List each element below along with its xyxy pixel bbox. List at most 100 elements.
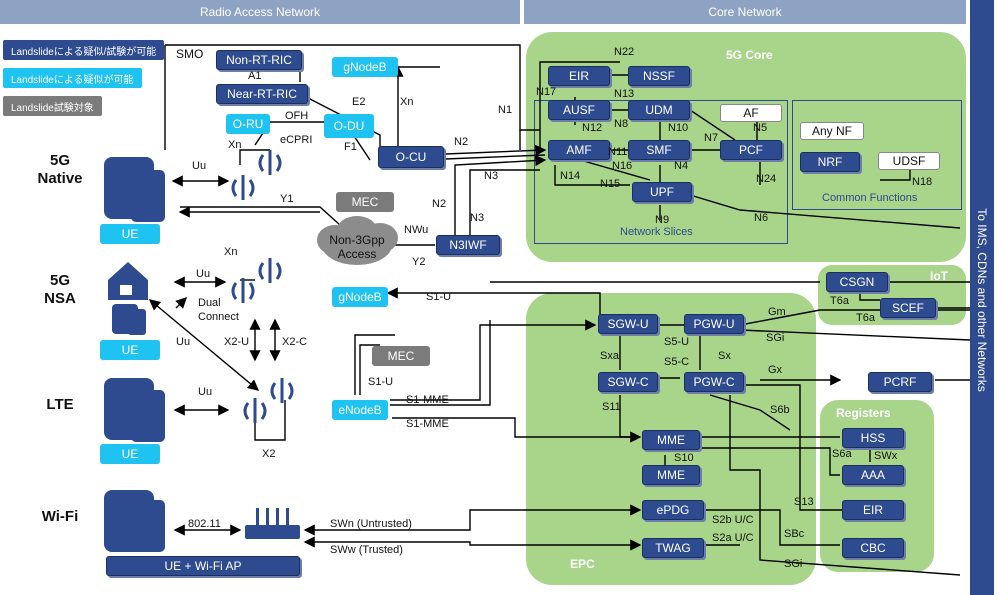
iface-n22: N22 — [614, 46, 635, 58]
udsf-box[interactable]: UDSF — [878, 152, 940, 170]
iface-n2b: N2 — [432, 198, 447, 210]
mec-top-box[interactable]: MEC — [336, 192, 394, 212]
region-iot-title: IoT — [930, 269, 948, 283]
nssf-box[interactable]: NSSF — [628, 66, 690, 86]
iface-n16: N16 — [612, 160, 633, 172]
iface-f1: F1 — [344, 141, 357, 153]
iface-s13: S13 — [794, 496, 814, 508]
iface-s5u: S5-U — [664, 336, 690, 348]
home-icon — [108, 262, 148, 300]
iface-sx: Sx — [718, 350, 731, 362]
sgw-u-box[interactable]: SGW-U — [598, 314, 658, 334]
iface-y2: Y2 — [412, 256, 426, 268]
iface-x2c: X2-C — [282, 336, 308, 348]
iface-sww: SWw (Trusted) — [330, 544, 403, 556]
iface-80211: 802.11 — [188, 518, 221, 530]
pgw-u-box[interactable]: PGW-U — [684, 314, 744, 334]
region-epc-title: EPC — [570, 557, 595, 571]
udm-box[interactable]: UDM — [628, 100, 690, 120]
iface-n7: N7 — [704, 132, 719, 144]
ue-wifi-box[interactable]: UE + Wi-Fi AP — [106, 556, 300, 576]
epdg-box[interactable]: ePDG — [642, 500, 704, 520]
ue-lte-box[interactable]: UE — [100, 444, 160, 464]
n3iwf-box[interactable]: N3IWF — [436, 235, 500, 255]
pcrf-box[interactable]: PCRF — [868, 372, 932, 392]
near-rt-ric-box[interactable]: Near-RT-RIC — [216, 84, 308, 104]
iface-s1mme-2: S1-MME — [406, 418, 449, 430]
iface-s6a: S6a — [832, 448, 852, 460]
region-registers-title: Registers — [836, 406, 891, 420]
row-label-wifi: Wi-Fi — [41, 508, 79, 525]
af-box[interactable]: AF — [720, 104, 782, 122]
iface-n3a: N3 — [484, 170, 499, 182]
iface-n5: N5 — [753, 122, 768, 134]
iface-n24: N24 — [756, 173, 777, 185]
ue-nsa-box[interactable]: UE — [100, 340, 160, 360]
o-cu-box[interactable]: O-CU — [378, 146, 444, 168]
non-rt-ric-box[interactable]: Non-RT-RIC — [216, 50, 302, 70]
legend-item-test-target: Landslide試験対象 — [3, 96, 102, 116]
iface-n1: N1 — [498, 104, 513, 116]
mec-mid-box[interactable]: MEC — [372, 346, 430, 366]
iface-n8: N8 — [614, 118, 629, 130]
scef-box[interactable]: SCEF — [880, 298, 936, 318]
hss-box[interactable]: HSS — [842, 428, 904, 448]
iface-s1u-enb: S1-U — [368, 376, 394, 388]
pcf-box[interactable]: PCF — [720, 140, 782, 160]
csgn-box[interactable]: CSGN — [826, 272, 888, 292]
iface-n12: N12 — [582, 122, 603, 134]
iface-y1: Y1 — [280, 193, 294, 205]
iface-n11: N11 — [608, 146, 628, 158]
gnodeb-mid-box[interactable]: gNodeB — [332, 287, 388, 307]
iface-t6a-1: T6a — [830, 295, 849, 307]
ue-lte-device-icon — [104, 378, 165, 442]
iface-sxa: Sxa — [600, 350, 619, 362]
iface-x2u: X2-U — [224, 336, 250, 348]
iface-s1mme-1: S1-MME — [406, 394, 449, 406]
aaa-box[interactable]: AAA — [842, 465, 904, 485]
iface-s6b: S6b — [770, 404, 790, 416]
iface-s2b: S2b U/C — [712, 514, 754, 526]
iface-x2: X2 — [262, 448, 276, 460]
o-ru-box[interactable]: O-RU — [226, 114, 270, 134]
amf-box[interactable]: AMF — [548, 140, 610, 160]
eir-reg-box[interactable]: EIR — [842, 500, 904, 520]
any-nf-box[interactable]: Any NF — [800, 122, 864, 140]
nrf-box[interactable]: NRF — [800, 152, 860, 172]
iface-s1u-top: S1-U — [426, 291, 452, 303]
ue-native-box[interactable]: UE — [100, 224, 160, 244]
row-label-5g-native: 5G Native — [37, 152, 83, 187]
iface-e2: E2 — [352, 96, 366, 108]
ue-wifi-device-icon — [104, 490, 165, 552]
iface-ecpri: eCPRI — [280, 134, 313, 146]
external-networks-bar — [970, 0, 994, 595]
iface-n18: N18 — [912, 176, 933, 188]
common-functions-label: Common Functions — [822, 192, 918, 204]
sgw-c-box[interactable]: SGW-C — [598, 372, 658, 392]
smf-box[interactable]: SMF — [628, 140, 690, 160]
mme-2-box[interactable]: MME — [642, 465, 700, 485]
gnodeb-top-box[interactable]: gNodeB — [332, 57, 398, 77]
eir-5g-box[interactable]: EIR — [548, 66, 610, 86]
upf-box[interactable]: UPF — [632, 182, 692, 202]
iface-n15: N15 — [600, 178, 621, 190]
row-label-lte: LTE — [46, 396, 74, 413]
iface-gm: Gm — [768, 306, 786, 318]
o-du-box[interactable]: O-DU — [324, 114, 374, 138]
pgw-c-box[interactable]: PGW-C — [684, 372, 744, 392]
iface-ofh: OFH — [285, 110, 309, 122]
iface-sgi-1: SGi — [766, 332, 785, 344]
twag-box[interactable]: TWAG — [642, 538, 704, 558]
iface-n6: N6 — [754, 212, 769, 224]
core-header: Core Network — [524, 0, 966, 24]
iface-xn-ru: Xn — [228, 139, 242, 151]
iface-swx: SWx — [874, 450, 898, 462]
mme-1-box[interactable]: MME — [642, 430, 700, 450]
iface-sbc: SBc — [784, 528, 805, 540]
ausf-box[interactable]: AUSF — [548, 100, 610, 120]
cbc-box[interactable]: CBC — [842, 538, 904, 558]
iface-xn-top: Xn — [400, 96, 414, 108]
enodeb-box[interactable]: eNodeB — [332, 400, 388, 420]
